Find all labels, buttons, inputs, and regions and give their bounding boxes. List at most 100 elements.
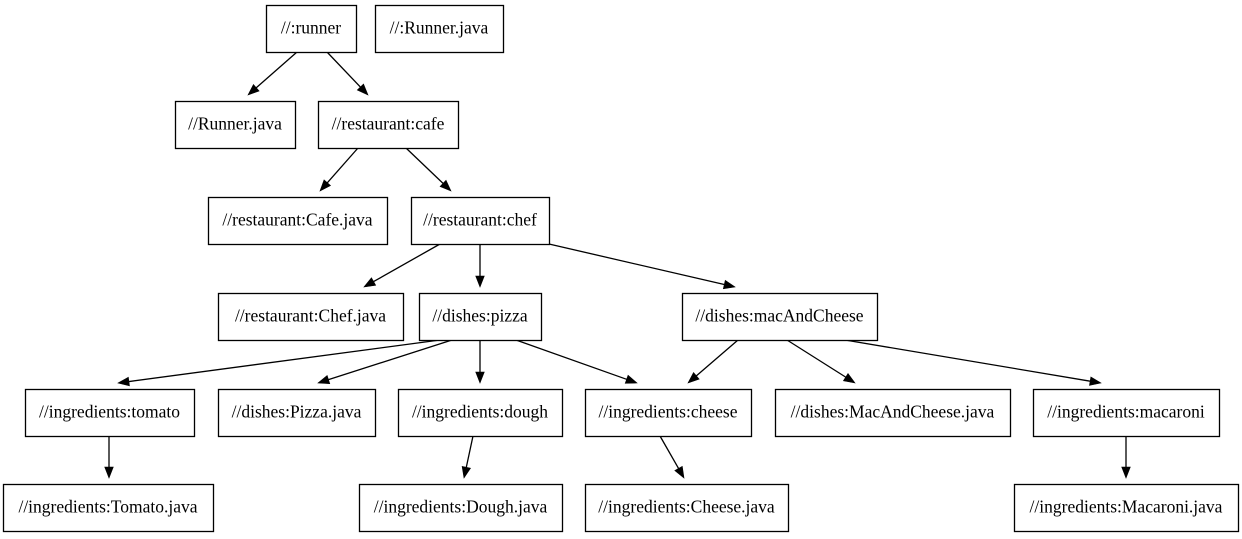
node-box[interactable] [265,4,358,54]
graph-node-chef[interactable]: //restaurant:chef [410,196,551,246]
edge-arrowhead [687,372,700,384]
node-label: //ingredients:Macaroni.java [1030,497,1223,517]
edge-arrowhead [475,275,485,288]
edge-line [255,51,298,89]
graph-edge [548,243,736,290]
graph-edge [1121,436,1131,479]
node-label: //ingredients:cheese [599,402,738,422]
node-label: //restaurant:chef [423,210,537,230]
edge-arrowhead [117,376,130,387]
graph-edge [117,339,441,387]
edge-line [786,339,847,378]
node-label: //restaurant:Chef.java [235,306,386,326]
graph-node-tomato[interactable]: //ingredients:tomato [24,388,196,438]
graph-edge [844,339,1102,386]
node-label: //:runner [281,18,341,38]
graph-node-runner_java_top[interactable]: //:Runner.java [374,4,505,54]
graph-node-macaroni[interactable]: //ingredients:macaroni [1032,388,1221,438]
node-label: //ingredients:tomato [39,402,180,422]
node-label: //:Runner.java [390,18,489,38]
node-box[interactable] [1013,483,1240,533]
graph-edge [363,243,441,288]
node-box[interactable] [207,196,389,246]
graph-edge [515,339,638,384]
node-box[interactable] [584,483,790,533]
edge-line [844,339,1091,382]
graph-edge [104,436,114,479]
edge-arrowhead [356,83,369,96]
edge-line [128,339,441,383]
graph-node-cafe_java[interactable]: //restaurant:Cafe.java [207,196,389,246]
edge-arrowhead [722,279,736,290]
node-box[interactable] [374,4,505,54]
node-box[interactable] [774,388,1012,438]
edge-line [659,435,680,469]
edge-arrowhead [475,371,485,384]
node-layer: //:runner //:Runner.java //Runner.java //re… [2,4,1240,533]
edge-line [465,435,474,468]
graph-edge [475,244,485,288]
edge-line [326,147,359,184]
node-label: //dishes:MacAndCheese.java [791,402,995,422]
graph-node-chef_java[interactable]: //restaurant:Chef.java [217,292,405,342]
graph-node-dough_java[interactable]: //ingredients:Dough.java [358,483,564,533]
node-box[interactable] [1032,388,1221,438]
graph-edge [405,147,452,192]
node-box[interactable] [397,388,564,438]
node-label: //dishes:pizza [432,306,527,326]
node-label: //ingredients:macaroni [1047,402,1205,422]
edge-line [548,243,725,286]
edge-arrowhead [1121,466,1131,479]
graph-node-cheese[interactable]: //ingredients:cheese [584,388,753,438]
edge-line [328,339,453,381]
graph-edge [687,339,739,384]
node-box[interactable] [217,292,405,342]
edge-arrowhead [1089,376,1102,386]
graph-node-cheese_java[interactable]: //ingredients:Cheese.java [584,483,790,533]
node-label: //ingredients:Tomato.java [18,497,197,517]
node-box[interactable] [584,388,753,438]
graph-edge [786,339,856,384]
graph-node-runner[interactable]: //:runner [265,4,358,54]
graph-node-tomato_java[interactable]: //ingredients:Tomato.java [2,483,215,533]
node-box[interactable] [217,388,377,438]
node-label: //ingredients:Dough.java [374,497,548,517]
graph-edge [659,435,685,479]
node-label: //dishes:macAndCheese [695,306,863,326]
graph-node-pizza[interactable]: //dishes:pizza [418,292,543,342]
edge-arrowhead [317,375,331,385]
graph-edge [247,51,298,96]
graph-node-macandcheese[interactable]: //dishes:macAndCheese [681,292,879,342]
node-box[interactable] [358,483,564,533]
node-box[interactable] [317,100,460,150]
node-label: //ingredients:Cheese.java [598,497,775,517]
graph-edge [326,51,369,96]
graph-node-macaroni_java[interactable]: //ingredients:Macaroni.java [1013,483,1240,533]
node-box[interactable] [681,292,879,342]
edge-arrowhead [439,179,452,192]
graph-node-dough[interactable]: //ingredients:dough [397,388,564,438]
graph-node-runner_java[interactable]: //Runner.java [174,100,297,150]
node-label: //dishes:Pizza.java [232,402,362,422]
graph-node-pizza_java[interactable]: //dishes:Pizza.java [217,388,377,438]
node-box[interactable] [174,100,297,150]
node-label: //Runner.java [188,114,282,134]
node-box[interactable] [418,292,543,342]
edge-arrowhead [624,374,638,384]
edge-arrowhead [674,465,685,479]
node-box[interactable] [410,196,551,246]
edge-line [695,339,739,377]
node-label: //restaurant:Cafe.java [222,210,372,230]
edge-arrowhead [842,372,856,384]
edge-line [515,339,627,380]
graph-edge [461,435,474,479]
graph-node-cafe[interactable]: //restaurant:cafe [317,100,460,150]
node-box[interactable] [24,388,196,438]
edge-arrowhead [319,179,332,192]
edge-arrowhead [247,83,260,96]
node-box[interactable] [2,483,215,533]
edge-line [326,51,361,88]
graph-node-macandcheese_java[interactable]: //dishes:MacAndCheese.java [774,388,1012,438]
